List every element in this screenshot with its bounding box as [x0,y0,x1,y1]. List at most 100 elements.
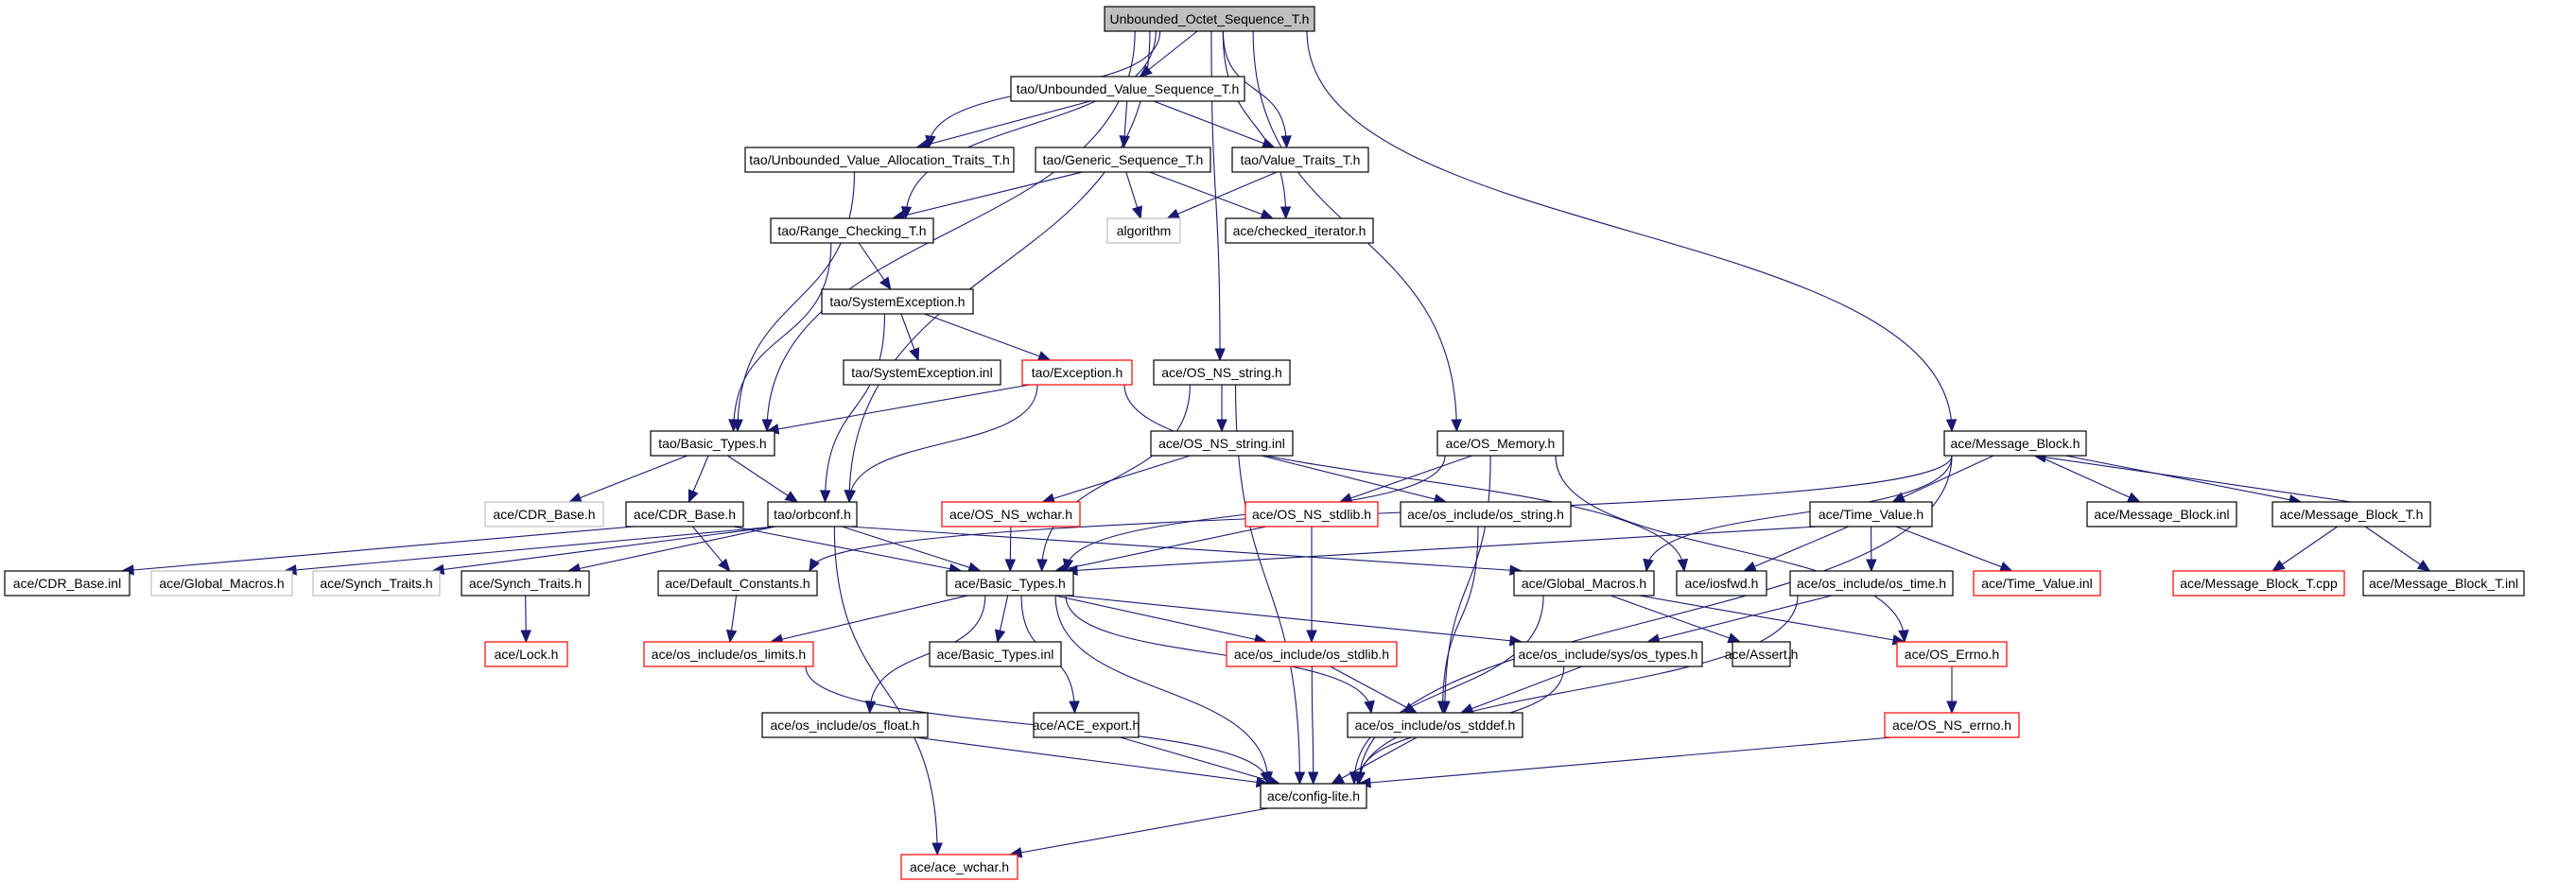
graph-node-st[interactable]: ace/Synch_Traits.h [461,570,590,597]
node-box[interactable] [1943,430,2087,457]
graph-node-uvat[interactable]: tao/Unbounded_Value_Allocation_Traits_T.… [744,147,1015,173]
graph-node-oslim[interactable]: ace/os_include/os_limits.h [643,641,814,667]
node-box[interactable] [946,570,1074,597]
node-box[interactable] [1400,501,1572,527]
graph-node-osfloat[interactable]: ace/os_include/os_float.h [761,712,929,738]
node-box[interactable] [1436,430,1564,457]
graph-node-gmg[interactable]: ace/Global_Macros.h [150,570,293,597]
node-box[interactable] [2362,570,2525,597]
node-box[interactable] [941,501,1081,527]
node-box[interactable] [1225,217,1374,244]
graph-node-cfg[interactable]: ace/config-lite.h [1260,783,1367,809]
node-box[interactable] [312,570,441,597]
node-box[interactable] [1789,570,1954,597]
node-box[interactable] [4,570,131,597]
graph-node-assert[interactable]: ace/Assert.h [1725,641,1799,667]
node-box[interactable] [484,641,568,667]
node-box[interactable] [1973,570,2101,597]
node-box[interactable] [2271,501,2431,527]
graph-node-errno[interactable]: ace/OS_Errno.h [1896,641,2008,667]
graph-node-export[interactable]: ace/ACE_export.h [1033,712,1140,738]
graph-node-osstdlib[interactable]: ace/os_include/os_stdlib.h [1226,641,1398,667]
node-box[interactable] [1347,712,1523,738]
node-box[interactable] [1106,217,1181,244]
graph-node-abt[interactable]: ace/Basic_Types.h [946,570,1074,597]
node-box[interactable] [1231,147,1369,173]
graph-node-osnsstr[interactable]: ace/OS_NS_string.h [1153,359,1291,386]
node-box[interactable] [150,570,293,597]
graph-node-gs[interactable]: tao/Generic_Sequence_T.h [1035,147,1211,173]
node-box[interactable] [761,712,929,738]
graph-node-uvs[interactable]: tao/Unbounded_Value_Sequence_T.h [1010,76,1245,102]
graph-node-ostime[interactable]: ace/os_include/os_time.h [1789,570,1954,597]
node-box[interactable] [1010,76,1245,102]
node-box[interactable] [744,147,1015,173]
graph-node-mbt[interactable]: ace/Message_Block_T.h [2271,501,2431,527]
node-box[interactable] [1226,641,1398,667]
graph-node-stg[interactable]: ace/Synch_Traits.h [312,570,441,597]
graph-node-tvi[interactable]: ace/Time_Value.inl [1973,570,2101,597]
graph-node-rc[interactable]: tao/Range_Checking_T.h [770,217,934,244]
graph-node-ci[interactable]: ace/checked_iterator.h [1225,217,1374,244]
node-box[interactable] [1033,712,1140,738]
graph-node-sei[interactable]: tao/SystemException.inl [843,359,1001,386]
node-box[interactable] [1513,570,1655,597]
graph-node-mbi[interactable]: ace/Message_Block.inl [2086,501,2237,527]
node-box[interactable] [843,359,1001,386]
graph-node-osmem[interactable]: ace/OS_Memory.h [1436,430,1564,457]
node-box[interactable] [625,501,744,527]
node-box[interactable] [643,641,814,667]
node-box[interactable] [1021,359,1133,386]
graph-node-nserrno[interactable]: ace/OS_NS_errno.h [1884,712,2020,738]
node-box[interactable] [1244,501,1379,527]
node-box[interactable] [484,501,604,527]
node-box[interactable] [461,570,590,597]
graph-node-osnsstri[interactable]: ace/OS_NS_string.inl [1150,430,1294,457]
node-box[interactable] [1809,501,1933,527]
node-box[interactable] [929,641,1062,667]
node-box[interactable] [1104,6,1315,32]
graph-node-orb[interactable]: tao/orbconf.h [767,501,858,527]
graph-node-mbtc[interactable]: ace/Message_Block_T.cpp [2172,570,2345,597]
node-box[interactable] [900,854,1018,880]
graph-node-mbti[interactable]: ace/Message_Block_T.inl [2362,570,2525,597]
node-box[interactable] [650,430,775,457]
graph-node-abti[interactable]: ace/Basic_Types.inl [929,641,1062,667]
graph-node-exc[interactable]: tao/Exception.h [1021,359,1133,386]
graph-node-cdrg[interactable]: ace/CDR_Base.h [484,501,604,527]
node-box[interactable] [1513,641,1703,667]
graph-node-cdr[interactable]: ace/CDR_Base.h [625,501,744,527]
graph-node-se[interactable]: tao/SystemException.h [821,288,974,315]
node-box[interactable] [2172,570,2345,597]
node-box[interactable] [1676,570,1767,597]
graph-node-ostypes[interactable]: ace/os_include/sys/os_types.h [1513,641,1703,667]
graph-node-iosfwd[interactable]: ace/iosfwd.h [1676,570,1767,597]
node-box[interactable] [767,501,858,527]
node-box[interactable] [821,288,974,315]
node-box[interactable] [1035,147,1211,173]
graph-node-vt[interactable]: tao/Value_Traits_T.h [1231,147,1369,173]
node-box[interactable] [1732,641,1791,667]
graph-node-stdlib[interactable]: ace/OS_NS_stdlib.h [1244,501,1379,527]
graph-node-alg[interactable]: algorithm [1106,217,1181,244]
node-box[interactable] [657,570,818,597]
node-box[interactable] [1153,359,1291,386]
graph-node-lock[interactable]: ace/Lock.h [484,641,568,667]
node-box[interactable] [1260,783,1367,809]
graph-node-tv[interactable]: ace/Time_Value.h [1809,501,1933,527]
graph-node-cdri[interactable]: ace/CDR_Base.inl [4,570,131,597]
graph-node-osstr[interactable]: ace/os_include/os_string.h [1400,501,1572,527]
graph-node-gm[interactable]: ace/Global_Macros.h [1513,570,1655,597]
graph-node-dc[interactable]: ace/Default_Constants.h [657,570,818,597]
node-box[interactable] [770,217,934,244]
graph-node-acewchar[interactable]: ace/ace_wchar.h [900,854,1018,880]
node-box[interactable] [1884,712,2020,738]
graph-node-wchar[interactable]: ace/OS_NS_wchar.h [941,501,1081,527]
node-box[interactable] [1896,641,2008,667]
graph-node-tbt[interactable]: tao/Basic_Types.h [650,430,775,457]
node-box[interactable] [1150,430,1294,457]
node-box[interactable] [2086,501,2237,527]
graph-node-root[interactable]: Unbounded_Octet_Sequence_T.h [1104,6,1315,32]
graph-node-mb[interactable]: ace/Message_Block.h [1943,430,2087,457]
graph-node-stddef[interactable]: ace/os_include/os_stddef.h [1347,712,1523,738]
